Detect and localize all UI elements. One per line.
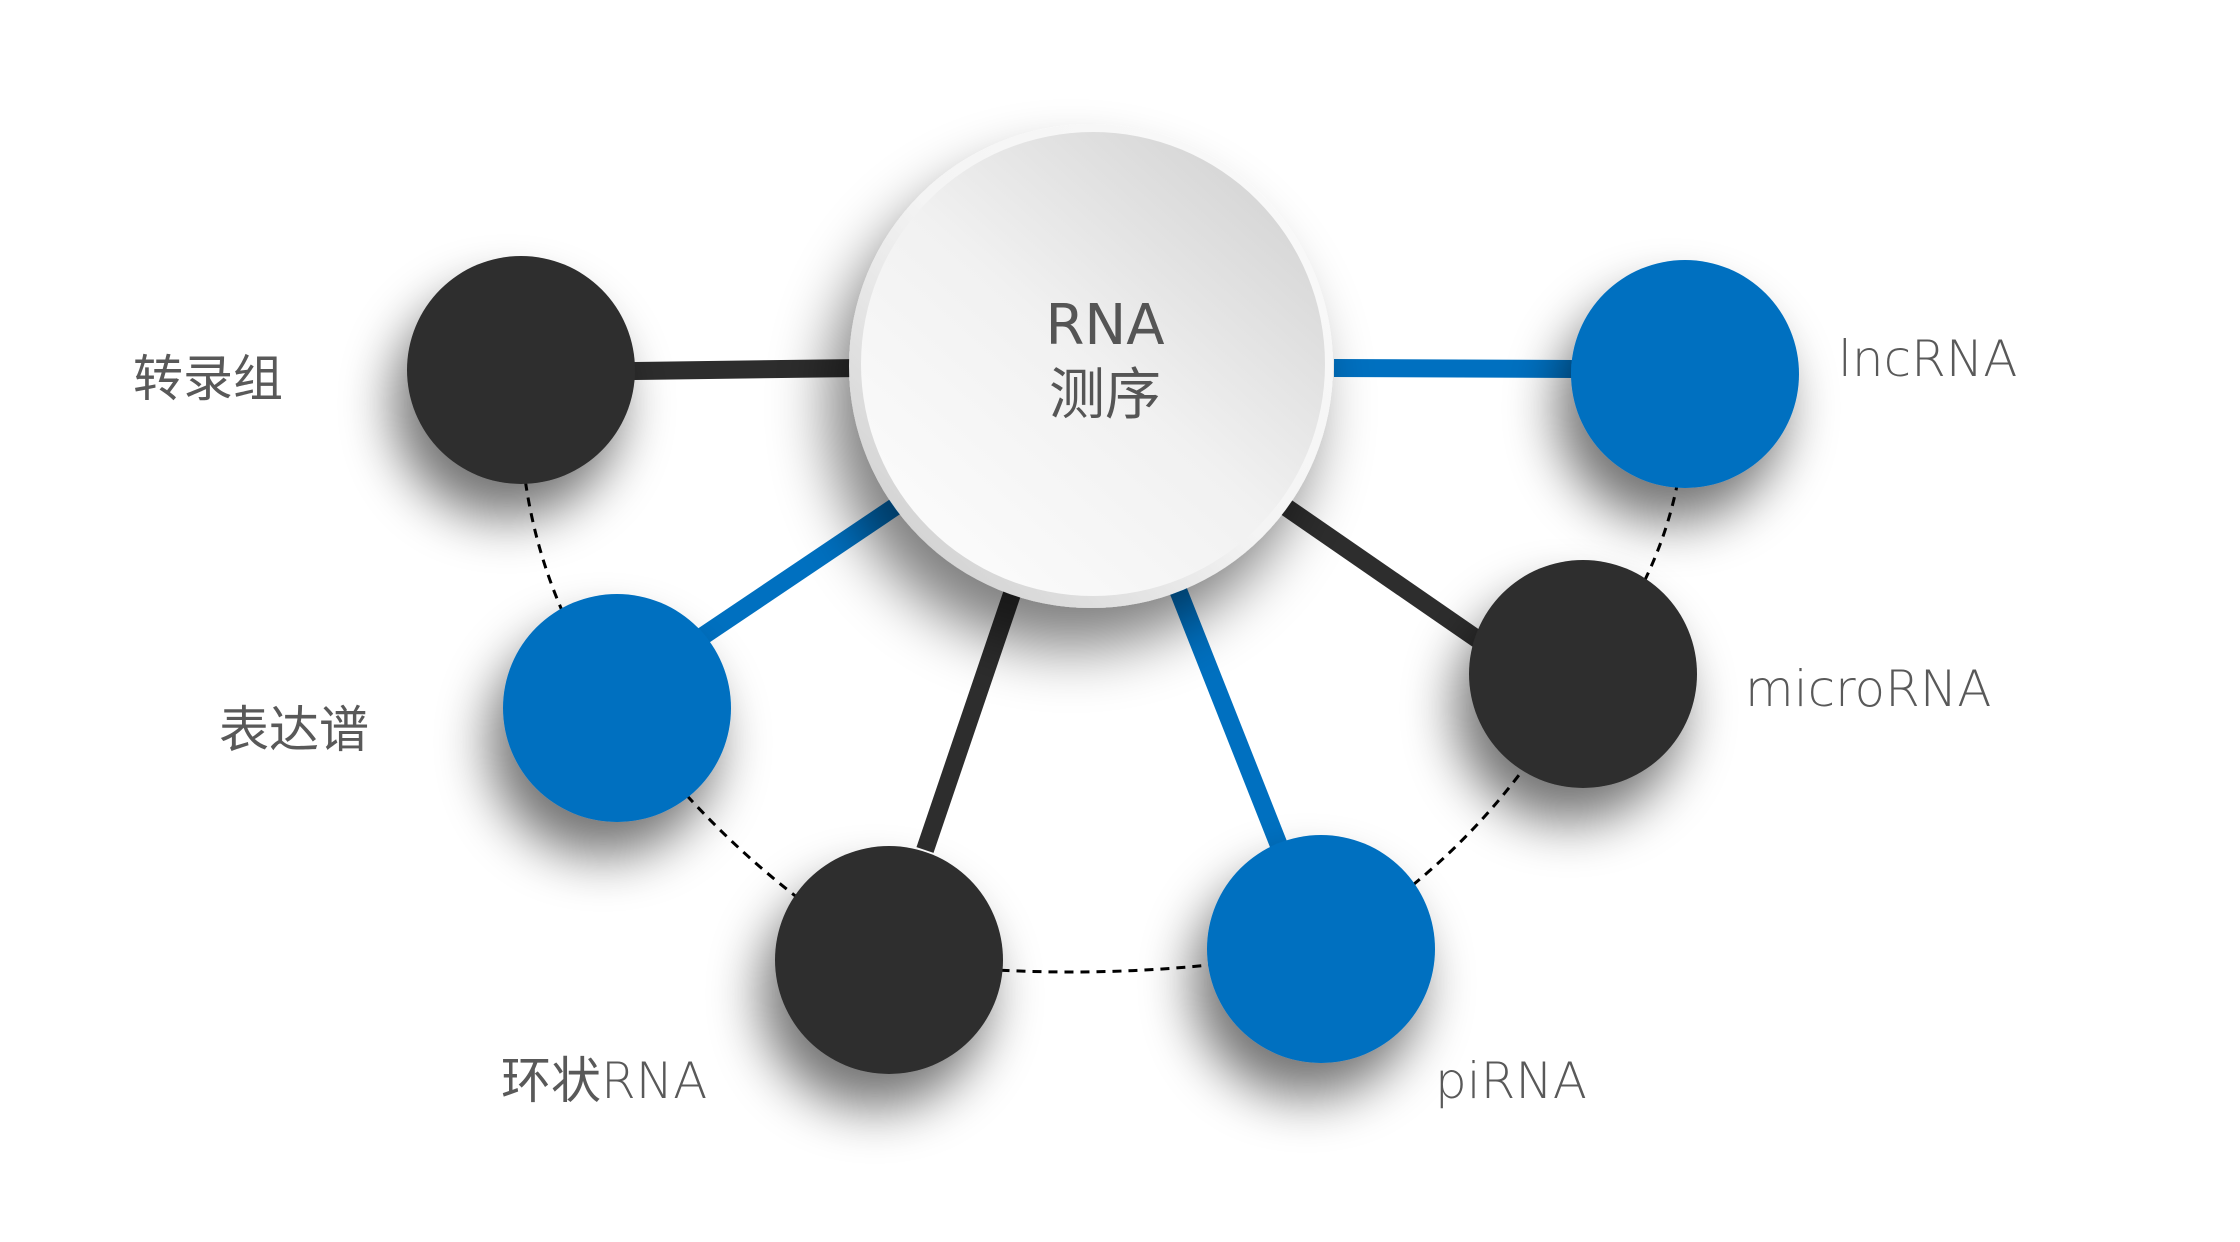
spoke-lncrna	[1333, 359, 1576, 378]
label-pirna: piRNA	[1435, 1052, 1587, 1110]
spoke-pirna	[1167, 581, 1289, 852]
node-pirna	[1207, 835, 1435, 1063]
spokes	[632, 359, 1576, 853]
label-circular-rna: 环状RNA	[501, 1052, 708, 1110]
spoke-expression-profile	[694, 492, 911, 646]
hub-title-line2: 测序	[1049, 363, 1161, 428]
label-microrna: microRNA	[1745, 660, 1992, 718]
label-lncrna: lncRNA	[1838, 330, 2018, 388]
node-transcriptome	[407, 256, 635, 484]
spoke-transcriptome	[632, 359, 861, 380]
satellite-nodes	[407, 256, 1799, 1074]
node-expression-profile	[503, 594, 731, 822]
node-circular-rna	[775, 846, 1003, 1074]
label-transcriptome: 转录组	[133, 350, 283, 408]
label-expression-profile: 表达谱	[219, 701, 369, 759]
spoke-microrna	[1277, 497, 1486, 649]
node-lncrna	[1571, 260, 1799, 488]
node-microrna	[1469, 560, 1697, 788]
hub-face	[861, 132, 1325, 596]
hub-node	[849, 124, 1333, 608]
spoke-circular-rna	[916, 582, 1024, 853]
hub-title-line1: RNA	[1045, 293, 1165, 358]
